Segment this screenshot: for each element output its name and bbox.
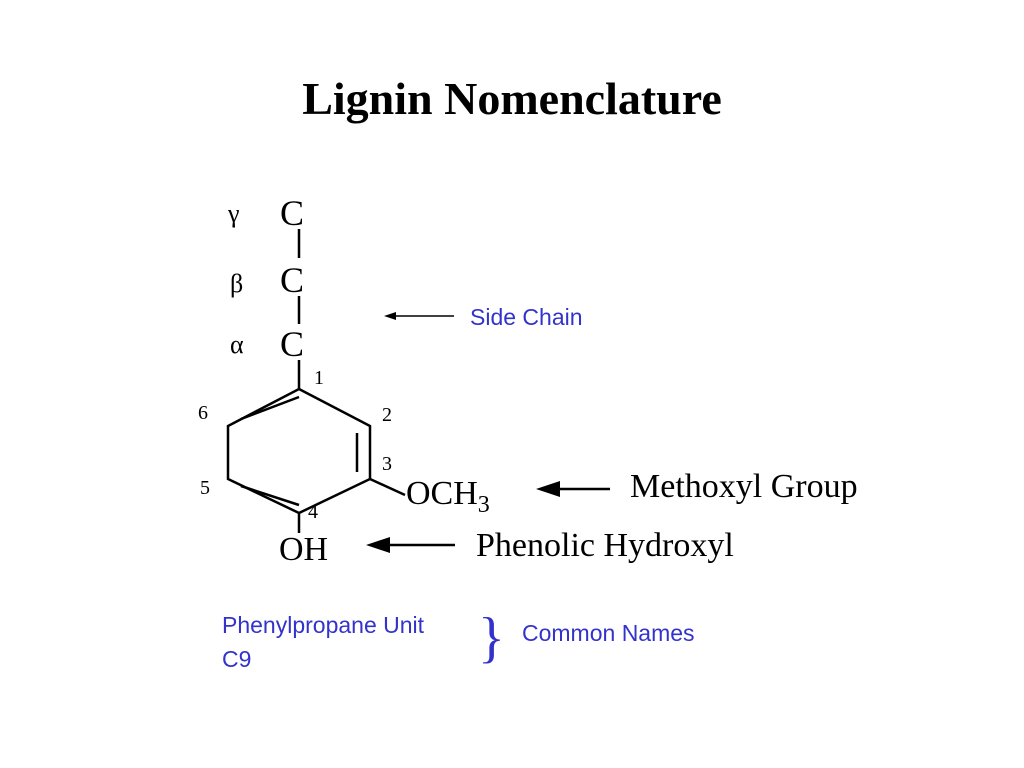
phenolic-arrow-head <box>366 537 390 553</box>
phenylpropane-unit-label: Phenylpropane Unit <box>222 612 425 638</box>
carbon-alpha: C <box>280 324 304 364</box>
methoxy-och: OCH <box>406 475 478 512</box>
beta-label: β <box>230 269 243 298</box>
alpha-label: α <box>230 330 244 359</box>
methoxyl-arrow-head <box>536 481 560 497</box>
c9-label: C9 <box>222 646 251 672</box>
bond-ring-och3 <box>369 477 406 497</box>
gamma-label: γ <box>227 199 240 228</box>
side-chain-label: Side Chain <box>470 304 583 330</box>
methoxyl-group-label: Methoxyl Group <box>630 468 858 505</box>
ring-double-bond-4-5 <box>240 484 300 507</box>
methoxy-formula: OCH3 <box>406 475 490 518</box>
common-names-label: Common Names <box>522 620 695 646</box>
side-chain-arrow-head <box>384 312 396 320</box>
ring-position-3: 3 <box>382 453 392 475</box>
ring-position-1: 1 <box>314 367 324 389</box>
benzene-ring <box>226 387 372 515</box>
slide-title: Lignin Nomenclature <box>302 73 722 124</box>
carbon-gamma: C <box>280 193 304 233</box>
ring-position-4: 4 <box>308 501 318 523</box>
ring-position-2: 2 <box>382 404 392 426</box>
ring-double-bond-6-1 <box>240 395 300 421</box>
phenolic-hydroxyl-label: Phenolic Hydroxyl <box>476 527 734 564</box>
ring-position-6: 6 <box>198 402 208 424</box>
hydroxyl-formula: OH <box>279 531 328 568</box>
brace-symbol: } <box>478 607 505 669</box>
carbon-beta: C <box>280 260 304 300</box>
methoxy-subscript: 3 <box>478 492 490 518</box>
ring-position-5: 5 <box>200 477 210 499</box>
